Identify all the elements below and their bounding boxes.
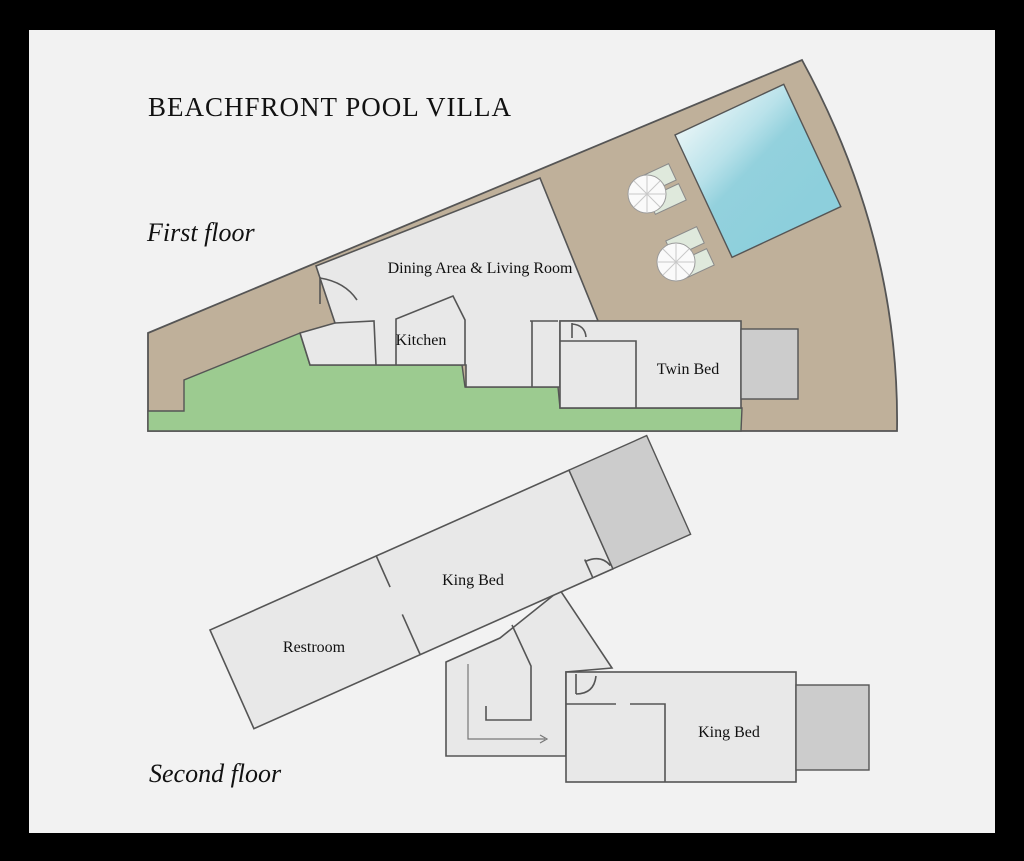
upper-king-balcony — [568, 434, 692, 570]
twin-bed-balcony — [740, 328, 799, 400]
room-label-dining-living: Dining Area & Living Room — [388, 260, 573, 277]
stair-arrow-icon — [467, 664, 545, 740]
room-label-kitchen: Kitchen — [396, 332, 447, 349]
page-title: BEACHFRONT POOL VILLA — [148, 92, 512, 122]
pool-icon — [674, 83, 842, 259]
door-swing-icon — [575, 674, 597, 695]
room-label-king-bed-upper: King Bed — [442, 572, 504, 589]
room-label-king-bed-lower: King Bed — [698, 724, 760, 741]
door-swing-icon — [571, 323, 587, 338]
door-swing-icon — [583, 557, 612, 579]
first-floor-plan: Dining Area & Living Room Kitchen Twin B… — [147, 58, 898, 432]
first-floor-label: First floor — [146, 218, 256, 247]
stair-corridor — [445, 588, 614, 757]
second-floor-plan: King Bed Restroom King Bed — [208, 434, 870, 783]
door-swing-icon — [319, 277, 358, 304]
second-floor-label: Second floor — [149, 759, 282, 788]
room-label-twin-bed: Twin Bed — [657, 361, 719, 378]
parasol-icon — [627, 174, 696, 282]
lower-king-balcony — [795, 684, 870, 771]
garden-lawn — [147, 332, 743, 432]
room-label-restroom: Restroom — [283, 639, 346, 656]
lower-king-bed-room — [565, 671, 797, 783]
twin-bed-room — [559, 320, 742, 409]
